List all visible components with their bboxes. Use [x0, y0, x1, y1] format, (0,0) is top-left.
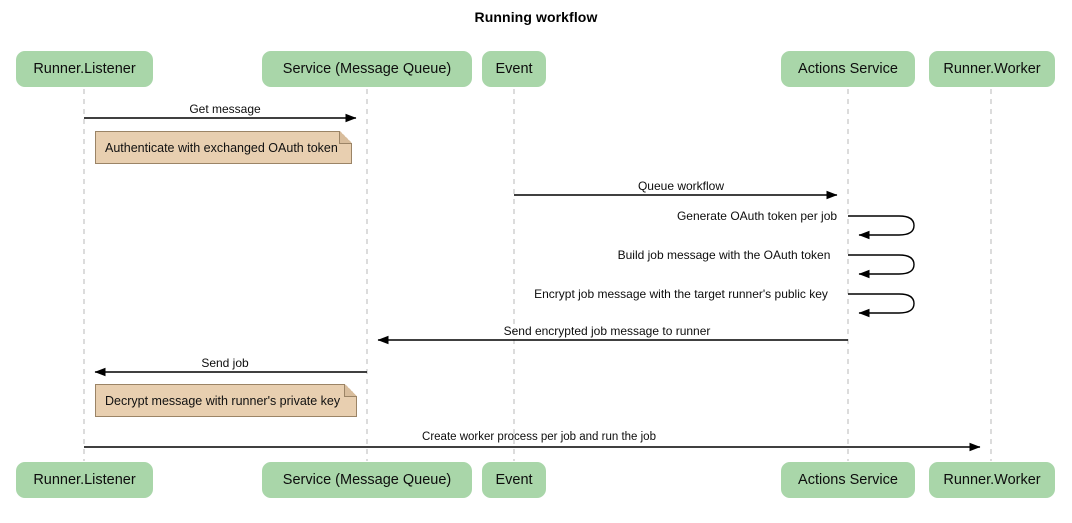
- note-fold-corner-icon: [344, 384, 357, 397]
- arrow-self-generate-token: [848, 215, 915, 240]
- participant-actions-service-bottom[interactable]: Actions Service: [781, 462, 915, 498]
- note-label: Authenticate with exchanged OAuth token: [105, 140, 338, 155]
- participant-runner-listener-top[interactable]: Runner.Listener: [16, 51, 153, 87]
- participant-service-mq-bottom[interactable]: Service (Message Queue): [262, 462, 472, 498]
- participant-label: Event: [495, 472, 533, 488]
- note-authenticate: Authenticate with exchanged OAuth token: [95, 131, 352, 164]
- participant-runner-worker-bottom[interactable]: Runner.Worker: [929, 462, 1055, 498]
- message-label-encrypt-job: Encrypt job message with the target runn…: [534, 287, 828, 301]
- participant-label: Service (Message Queue): [282, 472, 452, 488]
- participant-label: Runner.Listener: [33, 61, 136, 77]
- participant-event-top[interactable]: Event: [482, 51, 546, 87]
- participant-label: Actions Service: [798, 61, 898, 77]
- message-label-queue-workflow: Queue workflow: [637, 179, 725, 193]
- note-label: Decrypt message with runner's private ke…: [105, 393, 341, 408]
- participant-actions-service-top[interactable]: Actions Service: [781, 51, 915, 87]
- participant-label: Actions Service: [798, 472, 898, 488]
- participant-label: Event: [495, 61, 533, 77]
- participant-label: Runner.Listener: [33, 472, 136, 488]
- message-label-generate-token: Generate OAuth token per job: [676, 209, 838, 223]
- message-label-build-job-message: Build job message with the OAuth token: [617, 248, 831, 262]
- message-label-send-encrypted: Send encrypted job message to runner: [503, 324, 711, 338]
- note-decrypt: Decrypt message with runner's private ke…: [95, 384, 357, 417]
- message-label-create-worker: Create worker process per job and run th…: [422, 431, 656, 443]
- message-label-get-message: Get message: [189, 102, 261, 116]
- participant-event-bottom[interactable]: Event: [482, 462, 546, 498]
- arrow-self-build-job-message: [848, 254, 915, 279]
- participant-label: Runner.Worker: [943, 472, 1041, 488]
- participant-runner-worker-top[interactable]: Runner.Worker: [929, 51, 1055, 87]
- page-title: Running workflow: [474, 9, 598, 25]
- message-label-send-job: Send job: [201, 356, 249, 370]
- participant-label: Runner.Worker: [943, 61, 1041, 77]
- participant-runner-listener-bottom[interactable]: Runner.Listener: [16, 462, 153, 498]
- note-fold-corner-icon: [339, 131, 352, 144]
- arrow-self-encrypt-job: [848, 293, 915, 318]
- participant-label: Service (Message Queue): [282, 61, 452, 77]
- participant-service-mq-top[interactable]: Service (Message Queue): [262, 51, 472, 87]
